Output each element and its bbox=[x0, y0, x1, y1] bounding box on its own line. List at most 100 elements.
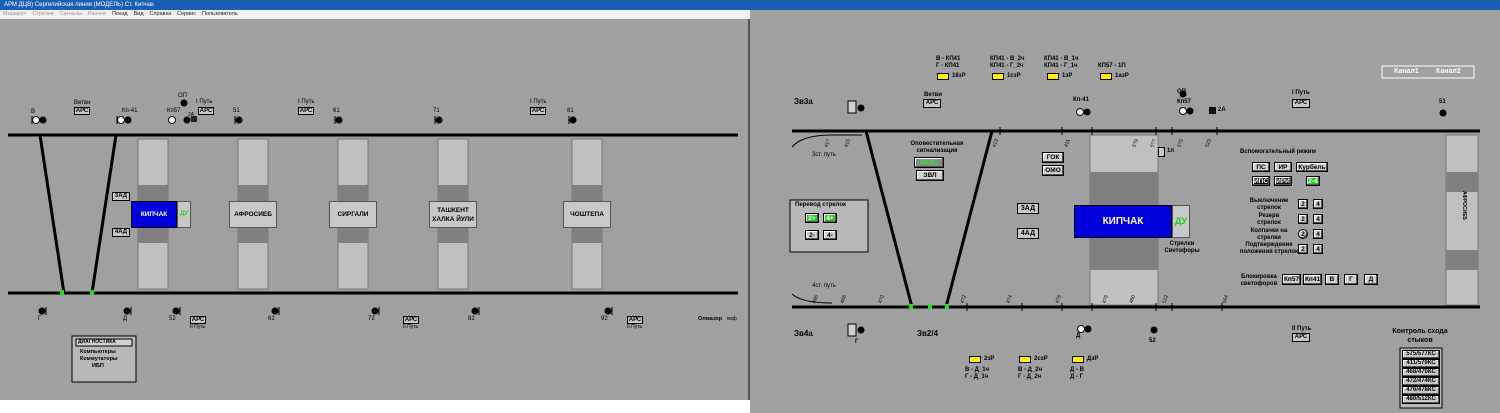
ind2-label: 1сзР bbox=[1007, 73, 1021, 79]
ind4-label: 1азР bbox=[1115, 73, 1129, 79]
ars-button-7[interactable]: АРС bbox=[627, 316, 643, 324]
kontrol-item-0[interactable]: 575/577КС bbox=[1402, 350, 1440, 359]
signal-d-right: Д bbox=[1076, 333, 1081, 339]
diag-title[interactable]: ДИАГНОСТИКА bbox=[78, 339, 116, 345]
station-sirgali[interactable]: СИРГАЛИ bbox=[329, 201, 377, 228]
kontrol-item-2[interactable]: 468/470КС bbox=[1402, 368, 1440, 377]
ars-button-3[interactable]: АРС bbox=[298, 107, 314, 115]
menu-item-6[interactable]: Справка bbox=[149, 11, 172, 17]
menu-item-2[interactable]: Сигналы bbox=[59, 11, 82, 17]
podtv-4-button[interactable]: 4 bbox=[1313, 244, 1323, 254]
ind3-lamp bbox=[1047, 73, 1059, 80]
signal-label-g: Г bbox=[38, 316, 42, 322]
channel1-label[interactable]: Канал1 bbox=[1394, 68, 1419, 75]
vkzs-button[interactable]: ВКЗС bbox=[914, 157, 944, 168]
blok-v[interactable]: В bbox=[1325, 274, 1339, 285]
blok-g[interactable]: Г bbox=[1344, 274, 1358, 285]
ind3-label: 1зР bbox=[1062, 73, 1073, 79]
blok-kp41[interactable]: Кп41 bbox=[1303, 274, 1322, 285]
kurbel-button[interactable]: Курбель bbox=[1296, 162, 1328, 172]
ars-button-right-2[interactable]: АРС bbox=[1292, 99, 1310, 108]
diag-switches: Коммутаторы bbox=[80, 356, 118, 362]
menu-item-4[interactable]: Поезд bbox=[112, 11, 128, 17]
afrosieb-vertical: АФРОСИЕБ bbox=[1461, 190, 1468, 221]
station-tashkent[interactable]: ТАШКЕНТ ХАЛКА ЙУЛИ bbox=[429, 201, 477, 228]
menu-bar: Маршрут Стрелки Сигналы Разное Поезд Вид Справ… bbox=[0, 10, 750, 19]
station-afrosieb[interactable]: АФРОСИЕБ bbox=[229, 201, 277, 228]
blok-label: Блокировка светофоров bbox=[1240, 274, 1278, 287]
kontrol-item-3[interactable]: 472/474КС bbox=[1402, 377, 1440, 386]
iri-button[interactable]: ИРИ bbox=[1274, 176, 1292, 186]
vetvi-label: Ветви bbox=[74, 100, 91, 106]
ars-button-left[interactable]: АРС bbox=[74, 107, 90, 115]
ps-button[interactable]: ПС bbox=[1252, 162, 1270, 172]
bind2-sub: В - Д_2ч bbox=[1018, 367, 1043, 373]
ind4-top: КП57 - 1П bbox=[1098, 63, 1126, 69]
ind3-top2: КП41 - Г_1ч bbox=[1044, 63, 1078, 69]
switch-4-plus[interactable]: 4+ bbox=[823, 213, 837, 223]
kontrol-item-5[interactable]: 480/512КС bbox=[1402, 395, 1440, 404]
station-kipchak-right[interactable]: КИПЧАК bbox=[1074, 205, 1172, 238]
zad-button-left[interactable]: 3АД bbox=[112, 192, 130, 201]
podtv-2-button[interactable]: 2 bbox=[1298, 244, 1308, 254]
label-2a: 2А bbox=[188, 112, 195, 118]
station-choshtepa[interactable]: ЧОШТЕПА bbox=[563, 201, 611, 228]
kolpachki-2-button[interactable]: 2 bbox=[1298, 229, 1308, 239]
ars-button-5[interactable]: АРС bbox=[190, 316, 206, 324]
switch-2-plus[interactable]: 2+ bbox=[805, 213, 819, 223]
signal-51-right: 51 bbox=[1439, 99, 1446, 105]
title-bar: АРМ ДЦВ) Сергелийская линия (МОДЕЛЬ) Ст.… bbox=[0, 0, 1500, 10]
switch-2-minus[interactable]: 2- bbox=[805, 230, 819, 240]
bind1-sub: В - Д_1ч bbox=[965, 367, 990, 373]
signal-label-62: 62 bbox=[268, 316, 275, 322]
ind2-top2: КП41 - Г_2ч bbox=[990, 63, 1024, 69]
left-panel: В Ветви АРС Кп-41 Кп57 ОП 2А I Путь АРС … bbox=[0, 19, 750, 400]
ind1-top: В - КП41 bbox=[936, 56, 961, 62]
ars-button-6[interactable]: АРС bbox=[403, 316, 419, 324]
omo-button[interactable]: ОМО bbox=[1042, 165, 1064, 176]
menu-item-1[interactable]: Стрелки bbox=[32, 11, 54, 17]
bind2-sub2: Г - Д_2ч bbox=[1018, 374, 1042, 380]
gok-button[interactable]: ГОК bbox=[1042, 152, 1064, 163]
menu-item-5[interactable]: Вид bbox=[133, 11, 144, 17]
put2-label-2: II Путь bbox=[403, 324, 419, 330]
rezerv-4-button[interactable]: 4 bbox=[1313, 214, 1323, 224]
row-kolpachki-label: Колпачки на стрелки bbox=[1250, 228, 1288, 241]
ir-button[interactable]: ИР bbox=[1274, 162, 1292, 172]
vykl-2-button[interactable]: 2 bbox=[1298, 199, 1308, 209]
kontrol-label: Контроль схода стыков bbox=[1392, 328, 1448, 344]
kontrol-item-1[interactable]: 411/579КС bbox=[1402, 359, 1440, 368]
rezerv-2-button[interactable]: 2 bbox=[1298, 214, 1308, 224]
v24-button[interactable]: 2-4 bbox=[1306, 176, 1320, 186]
signal-52-right: 52 bbox=[1149, 338, 1156, 344]
ars-button-right[interactable]: АРС bbox=[923, 99, 941, 108]
kontrol-item-4[interactable]: 476/478КС bbox=[1402, 386, 1440, 395]
station-kipchak-left[interactable]: КИПЧАК bbox=[131, 201, 177, 228]
bind3-label: ДзР bbox=[1087, 356, 1099, 362]
du-indicator-left: ДУ bbox=[177, 201, 191, 228]
signal-label-v: В bbox=[31, 109, 36, 115]
ars-button-4[interactable]: АРС bbox=[530, 107, 546, 115]
p1-box[interactable] bbox=[1158, 147, 1165, 157]
chad-button-left[interactable]: 4АД bbox=[112, 228, 130, 237]
menu-item-0[interactable]: Маршрут bbox=[3, 11, 27, 17]
zad-button-right[interactable]: 3АД bbox=[1017, 203, 1039, 214]
menu-item-8[interactable]: Пользователь bbox=[202, 11, 238, 17]
put1-label-right: I Путь bbox=[1292, 90, 1310, 96]
ips-button[interactable]: ИПС bbox=[1252, 176, 1270, 186]
ars-button-2[interactable]: АРС bbox=[198, 107, 214, 115]
perevod-label: Перевод стрелок bbox=[795, 202, 846, 208]
kolpachki-4-button[interactable]: 4 bbox=[1313, 229, 1323, 239]
blok-kp57[interactable]: Кп57 bbox=[1282, 274, 1301, 285]
left-status-area bbox=[0, 400, 750, 413]
vykl-4-button[interactable]: 4 bbox=[1313, 199, 1323, 209]
vetvi-label-right: Ветви bbox=[924, 92, 942, 98]
blok-d[interactable]: Д bbox=[1364, 274, 1378, 285]
channel2-label[interactable]: Канал2 bbox=[1436, 68, 1461, 75]
ars-button-right-3[interactable]: АРС bbox=[1292, 333, 1310, 342]
zvl-button[interactable]: ЗВЛ bbox=[916, 170, 944, 181]
switch-4-minus[interactable]: 4- bbox=[823, 230, 837, 240]
chad-button-right[interactable]: 4АД bbox=[1017, 228, 1039, 239]
menu-item-3[interactable]: Разное bbox=[87, 11, 107, 17]
menu-item-7[interactable]: Сервис bbox=[177, 11, 196, 17]
